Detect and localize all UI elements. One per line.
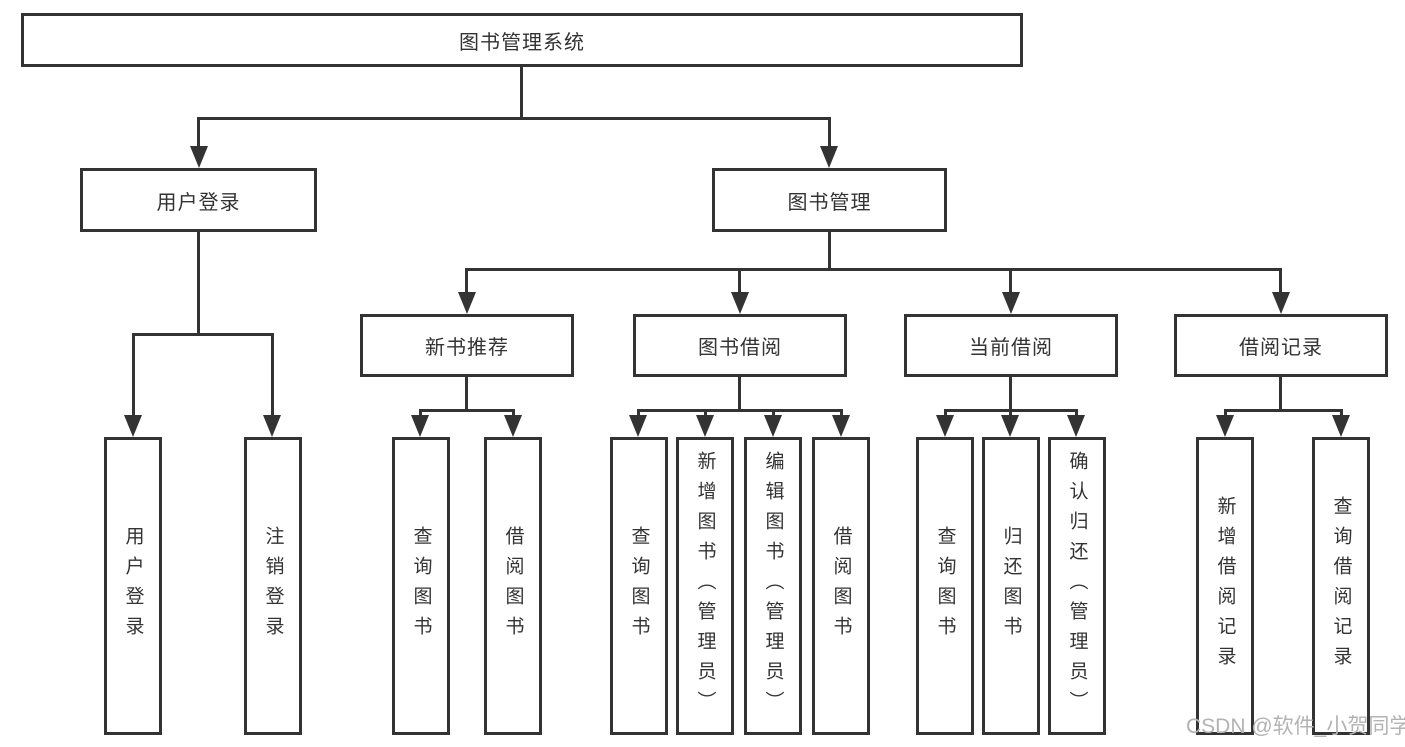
arrowhead-book-borrow-icon <box>731 292 749 314</box>
arrowhead-br-leaf2-icon <box>1332 415 1350 437</box>
node-current-borrow-label: 当前借阅 <box>969 337 1053 359</box>
connector-bb-leaf3-drop <box>772 409 775 415</box>
node-new-book-recommend-label: 新书推荐 <box>425 337 509 359</box>
connector-nbr-leaf1-drop <box>419 409 422 415</box>
connector-br-stem <box>1279 377 1282 409</box>
connector-cb-leaf3-drop <box>1075 409 1078 415</box>
connector-cb-stem <box>1009 377 1012 409</box>
arrowhead-new-book-icon <box>458 292 476 314</box>
arrowhead-current-borrow-icon <box>1002 292 1020 314</box>
leaf-br-add-record: 新增借阅记录 <box>1196 437 1254 735</box>
node-user-login-label: 用户登录 <box>156 191 241 214</box>
connector-br-bar <box>1224 409 1343 412</box>
leaf-br-query-record: 查询借阅记录 <box>1312 437 1370 735</box>
connector-leaf-logout-drop <box>271 333 274 415</box>
connector-book-branch-stem <box>828 232 831 271</box>
connector-nbr-bar <box>419 409 515 412</box>
leaf-cb-confirm-return-admin-label: 确认归还（管理员） <box>1066 451 1088 721</box>
arrowhead-leaf-login-icon <box>124 415 142 437</box>
connector-bb-stem <box>738 377 741 409</box>
connector-user-branch-bar <box>132 333 274 336</box>
connector-br-leaf1-drop <box>1224 409 1227 415</box>
connector-borrow-record-drop <box>1279 268 1282 292</box>
leaf-cb-query-book: 查询图书 <box>916 437 974 735</box>
leaf-cb-query-book-label: 查询图书 <box>934 526 956 646</box>
connector-bb-leaf2-drop <box>704 409 707 415</box>
arrowhead-bb-leaf2-icon <box>696 415 714 437</box>
node-user-login: 用户登录 <box>80 168 317 232</box>
leaf-user-login: 用户登录 <box>104 437 162 735</box>
arrowhead-leaf-logout-icon <box>263 415 281 437</box>
connector-user-branch-stem <box>197 232 200 333</box>
node-borrow-records: 借阅记录 <box>1174 314 1388 377</box>
leaf-nbr-borrow-book-label: 借阅图书 <box>502 526 524 646</box>
arrowhead-book-mgmt-icon <box>820 146 838 168</box>
leaf-bb-query-book-label: 查询图书 <box>628 526 650 646</box>
connector-root-bar <box>197 117 831 120</box>
leaf-nbr-query-book: 查询图书 <box>392 437 450 735</box>
arrowhead-nbr-leaf1-icon <box>411 415 429 437</box>
leaf-br-query-record-label: 查询借阅记录 <box>1330 496 1352 676</box>
leaf-logout: 注销登录 <box>244 437 302 735</box>
leaf-bb-edit-book-admin: 编辑图书（管理员） <box>744 437 802 735</box>
leaf-logout-label: 注销登录 <box>262 526 284 646</box>
connector-new-book-drop <box>465 268 468 292</box>
leaf-nbr-borrow-book: 借阅图书 <box>484 437 542 735</box>
arrowhead-bb-leaf4-icon <box>832 415 850 437</box>
arrowhead-cb-leaf1-icon <box>936 415 954 437</box>
watermark: CSDN @软件_小贺同学 <box>1186 715 1405 738</box>
connector-book-borrow-drop <box>738 268 741 292</box>
arrowhead-bb-leaf1-icon <box>629 415 647 437</box>
leaf-br-add-record-label: 新增借阅记录 <box>1214 496 1236 676</box>
leaf-bb-add-book-admin-label: 新增图书（管理员） <box>694 451 716 721</box>
connector-bb-leaf1-drop <box>637 409 640 415</box>
connector-book-mgmt-drop <box>828 117 831 146</box>
node-root: 图书管理系统 <box>21 13 1023 67</box>
node-book-borrow: 图书借阅 <box>633 314 847 377</box>
node-book-management-label: 图书管理 <box>787 191 872 214</box>
connector-nbr-leaf2-drop <box>512 409 515 415</box>
connector-br-leaf2-drop <box>1340 409 1343 415</box>
connector-root-stem <box>520 67 523 120</box>
leaf-bb-borrow-book: 借阅图书 <box>812 437 870 735</box>
leaf-bb-edit-book-admin-label: 编辑图书（管理员） <box>762 451 784 721</box>
connector-cb-leaf2-drop <box>1009 409 1012 415</box>
leaf-bb-query-book: 查询图书 <box>610 437 668 735</box>
leaf-bb-borrow-book-label: 借阅图书 <box>830 526 852 646</box>
node-new-book-recommend: 新书推荐 <box>360 314 574 377</box>
leaf-cb-confirm-return-admin: 确认归还（管理员） <box>1048 437 1106 735</box>
leaf-bb-add-book-admin: 新增图书（管理员） <box>676 437 734 735</box>
arrowhead-cb-leaf3-icon <box>1067 415 1085 437</box>
connector-leaf-login-drop <box>132 333 135 415</box>
node-current-borrow: 当前借阅 <box>904 314 1118 377</box>
leaf-nbr-query-book-label: 查询图书 <box>410 526 432 646</box>
arrowhead-nbr-leaf2-icon <box>504 415 522 437</box>
connector-bb-leaf4-drop <box>840 409 843 415</box>
arrowhead-user-login-icon <box>190 146 208 168</box>
node-root-label: 图书管理系统 <box>459 31 585 54</box>
connector-nbr-stem <box>465 377 468 409</box>
leaf-user-login-label: 用户登录 <box>122 526 144 646</box>
arrowhead-bb-leaf3-icon <box>764 415 782 437</box>
arrowhead-br-leaf1-icon <box>1216 415 1234 437</box>
connector-cb-leaf1-drop <box>944 409 947 415</box>
node-borrow-records-label: 借阅记录 <box>1239 337 1323 359</box>
leaf-cb-return-book: 归还图书 <box>982 437 1040 735</box>
node-book-management: 图书管理 <box>712 168 947 232</box>
connector-bb-bar <box>637 409 843 412</box>
arrowhead-borrow-record-icon <box>1272 292 1290 314</box>
arrowhead-cb-leaf2-icon <box>1001 415 1019 437</box>
leaf-cb-return-book-label: 归还图书 <box>1000 526 1022 646</box>
node-book-borrow-label: 图书借阅 <box>698 337 782 359</box>
connector-book-branch-bar <box>465 268 1282 271</box>
connector-user-login-drop <box>197 117 200 146</box>
connector-current-borrow-drop <box>1009 268 1012 292</box>
